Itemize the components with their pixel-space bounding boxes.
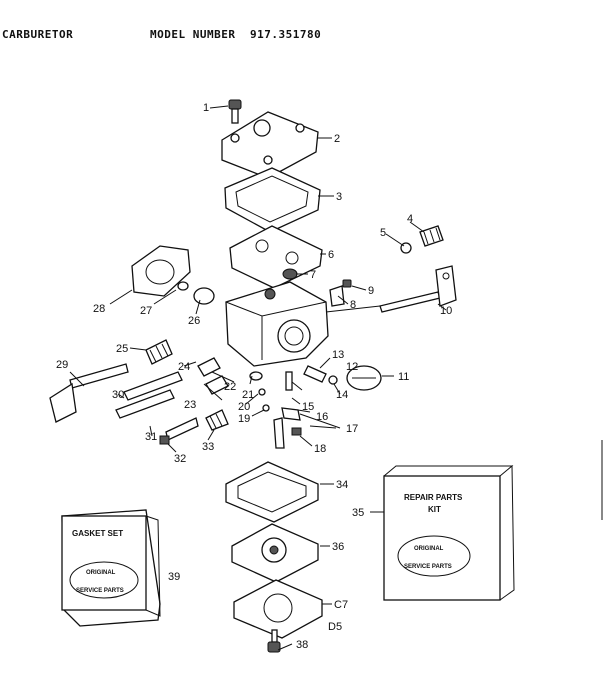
callout-18: 18 (314, 443, 326, 455)
part-throttle-plate (346, 365, 382, 391)
part-cover-plate (221, 111, 319, 179)
callout-38: 38 (296, 639, 308, 651)
callout-7: 7 (310, 269, 316, 281)
callout-13: 13 (332, 349, 344, 361)
part-pump-diaphragm (229, 225, 323, 289)
part-pin-screw (273, 417, 302, 449)
callout-12: 12 (346, 361, 358, 373)
part-spring-12-13 (303, 365, 338, 385)
callout-21: 21 (242, 389, 254, 401)
part-needles-springs (115, 339, 229, 419)
repair-kit-oval-top: ORIGINAL (414, 546, 444, 552)
callout-10: 10 (440, 305, 452, 317)
callout-37: C7 (334, 599, 348, 611)
callout-34: 34 (336, 479, 348, 491)
model-number-value: 917.351780 (250, 28, 322, 41)
repair-kit-oval-bottom: SERVICE PARTS (404, 564, 452, 570)
callout-5: 5 (380, 227, 386, 239)
callout-1: 1 (203, 102, 209, 114)
callout-3: 3 (336, 191, 342, 203)
gasket-set-box: GASKET SET ORIGINAL SERVICE PARTS (61, 509, 161, 627)
gasket-set-oval-bottom: SERVICE PARTS (76, 588, 124, 594)
callout-32: 32 (174, 453, 186, 465)
callout-33: 33 (202, 441, 214, 453)
callout-2: 2 (334, 133, 340, 145)
callout-39: 39 (168, 571, 180, 583)
part-bracket (329, 279, 352, 307)
model-number-label: MODEL NUMBER (150, 28, 236, 41)
callout-4: 4 (407, 213, 413, 225)
callout-30: 30 (112, 389, 124, 401)
callout-8: 8 (350, 299, 356, 311)
callout-19: 19 (238, 413, 250, 425)
callout-6: 6 (328, 249, 334, 261)
gasket-set-title: GASKET SET (72, 529, 123, 538)
part-small-washers (249, 371, 270, 412)
callout-36: 36 (332, 541, 344, 553)
callout-9: 9 (368, 285, 374, 297)
callout-16: 16 (316, 411, 328, 423)
callout-35: 35 (352, 507, 364, 519)
part-carburetor-body (225, 281, 381, 367)
part-metering-gasket (225, 461, 319, 523)
callout-15: 15 (302, 401, 314, 413)
leader-lines (69, 105, 447, 651)
callout-20: 20 (238, 401, 250, 413)
part-metering-cover (233, 579, 323, 639)
callout-26: 26 (188, 315, 200, 327)
part-inlet-gasket (131, 245, 215, 305)
callout-14: 14 (336, 389, 348, 401)
callout-17: 17 (346, 423, 358, 435)
part-cover-screw (267, 629, 281, 653)
callout-29: 29 (56, 359, 68, 371)
part-needle-lever (281, 371, 341, 429)
repair-kit-title-2: KIT (428, 505, 441, 514)
part-lower-screws (159, 409, 229, 445)
part-diaphragm-gasket (224, 167, 321, 233)
part-choke-shaft (49, 363, 129, 423)
repair-kit-box: REPAIR PARTS KIT ORIGINAL SERVICE PARTS (383, 464, 515, 601)
page-code: D5 (328, 621, 342, 633)
callout-24: 24 (178, 361, 190, 373)
part-throttle-shaft (379, 265, 457, 313)
callout-25: 25 (116, 343, 128, 355)
callout-22: 22 (224, 381, 236, 393)
callout-27: 27 (140, 305, 152, 317)
part-metering-diaphragm (231, 523, 319, 583)
gasket-set-oval-top: ORIGINAL (86, 570, 116, 576)
callout-23: 23 (184, 399, 196, 411)
part-screw-top (228, 99, 242, 124)
part-inlet-needle (282, 268, 298, 280)
callout-labels: 1 2 3 4 5 6 7 8 9 10 11 12 13 14 15 16 1… (56, 102, 452, 651)
callout-31: 31 (145, 431, 157, 443)
callout-28: 28 (93, 303, 105, 315)
repair-kit-title-1: REPAIR PARTS (404, 493, 463, 502)
diagram-title: CARBURETOR (2, 28, 74, 41)
callout-11: 11 (398, 371, 409, 383)
